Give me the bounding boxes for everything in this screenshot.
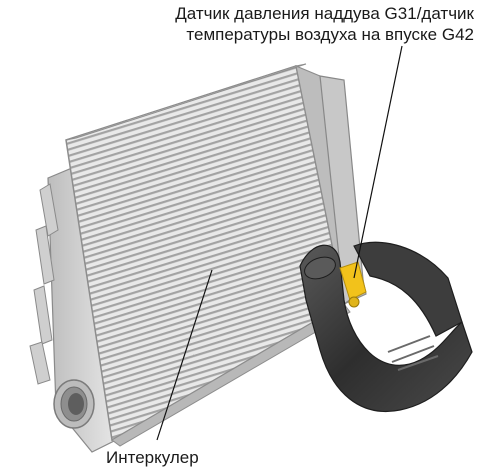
sensor-callout-line2: температуры воздуха на впуске G42 <box>186 25 474 44</box>
left-end-tank <box>29 167 117 453</box>
inlet-pipe <box>53 379 95 429</box>
intercooler-core <box>65 63 367 447</box>
pressure-sensor <box>339 261 367 308</box>
charge-air-hose <box>299 241 473 412</box>
sensor-callout-line1: Датчик давления наддува G31/датчик <box>175 4 474 23</box>
sensor-callout: Датчик давления наддува G31/датчик темпе… <box>175 3 474 45</box>
leader-lines <box>156 45 403 441</box>
intercooler-callout: Интеркулер <box>106 448 199 467</box>
